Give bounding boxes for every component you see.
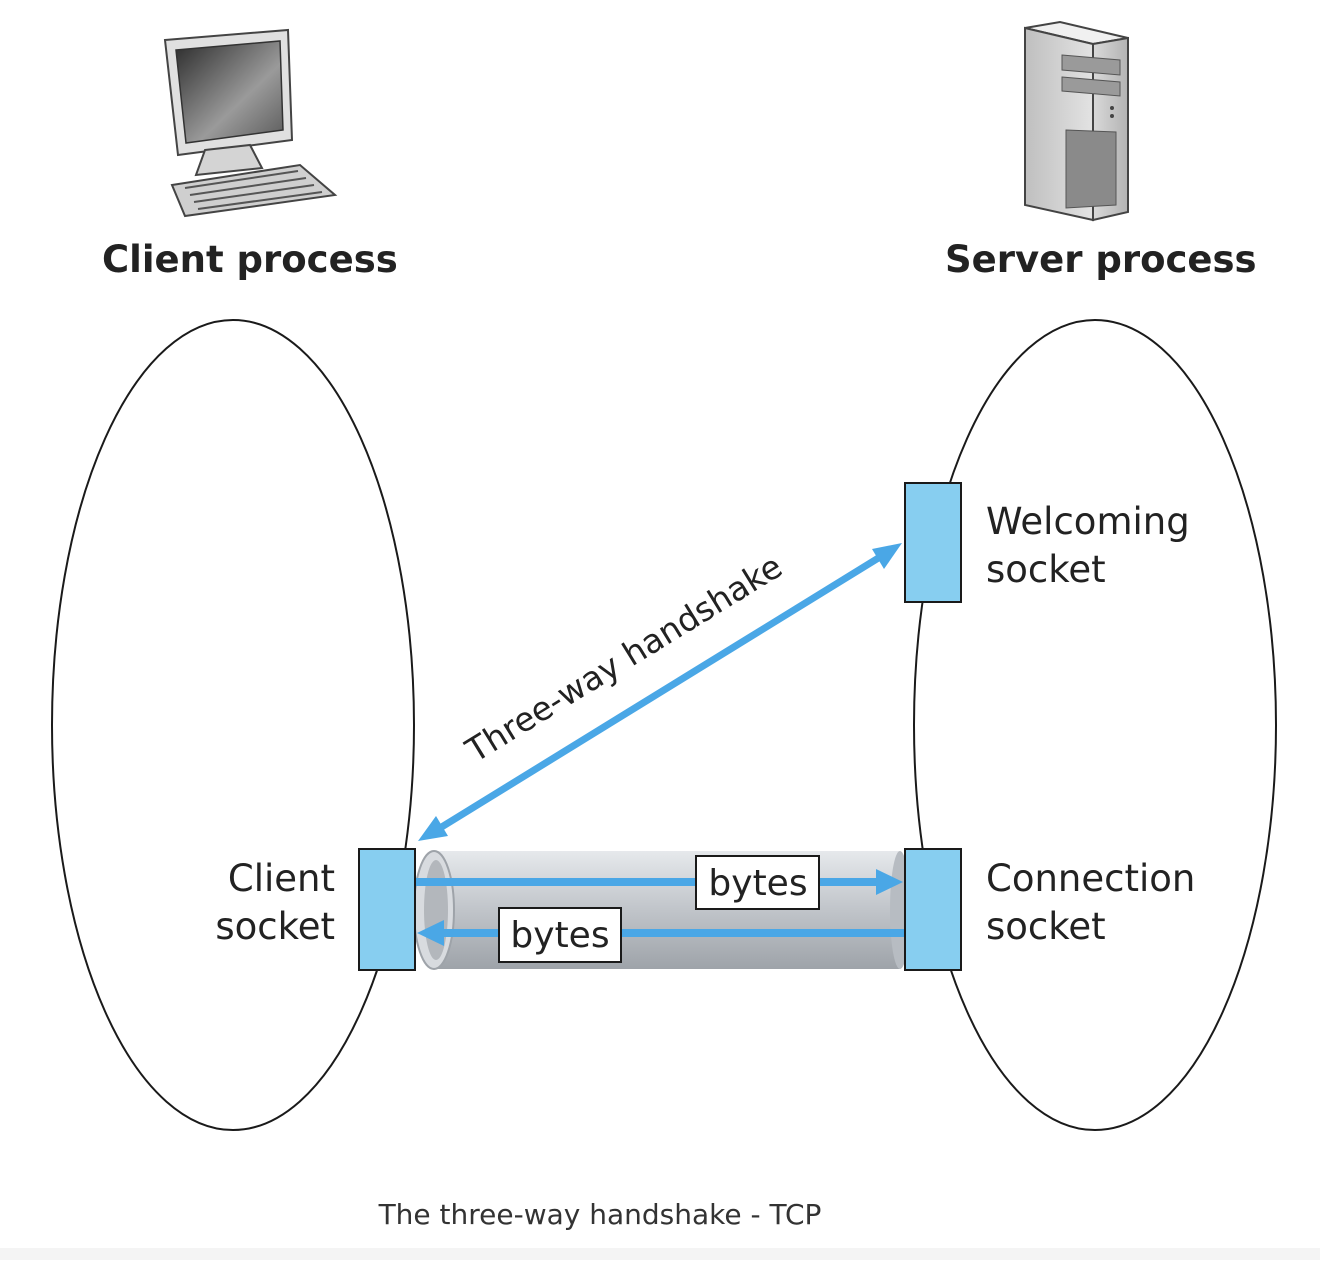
bytes-label-right: bytes [708,863,807,904]
welcoming-socket-label-line2: socket [986,548,1106,591]
server-process-ellipse [913,319,1277,1131]
welcoming-socket-label-line1: Welcoming [986,500,1190,543]
client-socket-label: Client socket [200,855,335,951]
connection-socket-label: Connection socket [986,855,1195,951]
connection-socket-label-line2: socket [986,905,1106,948]
welcoming-socket-label: Welcoming socket [986,498,1190,594]
server-tower-icon [1024,20,1129,222]
bytes-box-left [498,907,622,963]
bytes-label-left: bytes [510,915,609,956]
figure-caption: The three-way handshake - TCP [378,1198,822,1231]
handshake-label: Three-way handshake [458,546,789,770]
bottom-strip [0,1248,1320,1260]
client-socket-label-line1: Client [227,857,335,900]
connection-socket [904,848,962,971]
server-process-title: Server process [945,238,1257,281]
handshake-arrow [418,543,902,841]
client-process-ellipse [51,319,415,1131]
client-process-title: Client process [102,238,398,281]
client-socket-label-line2: socket [215,905,335,948]
connection-socket-label-line1: Connection [986,857,1196,900]
tcp-connection-pipe [413,850,910,970]
bytes-box-right [695,855,820,910]
client-socket [358,848,416,971]
welcoming-socket [904,482,962,603]
desktop-computer-icon [163,28,338,218]
